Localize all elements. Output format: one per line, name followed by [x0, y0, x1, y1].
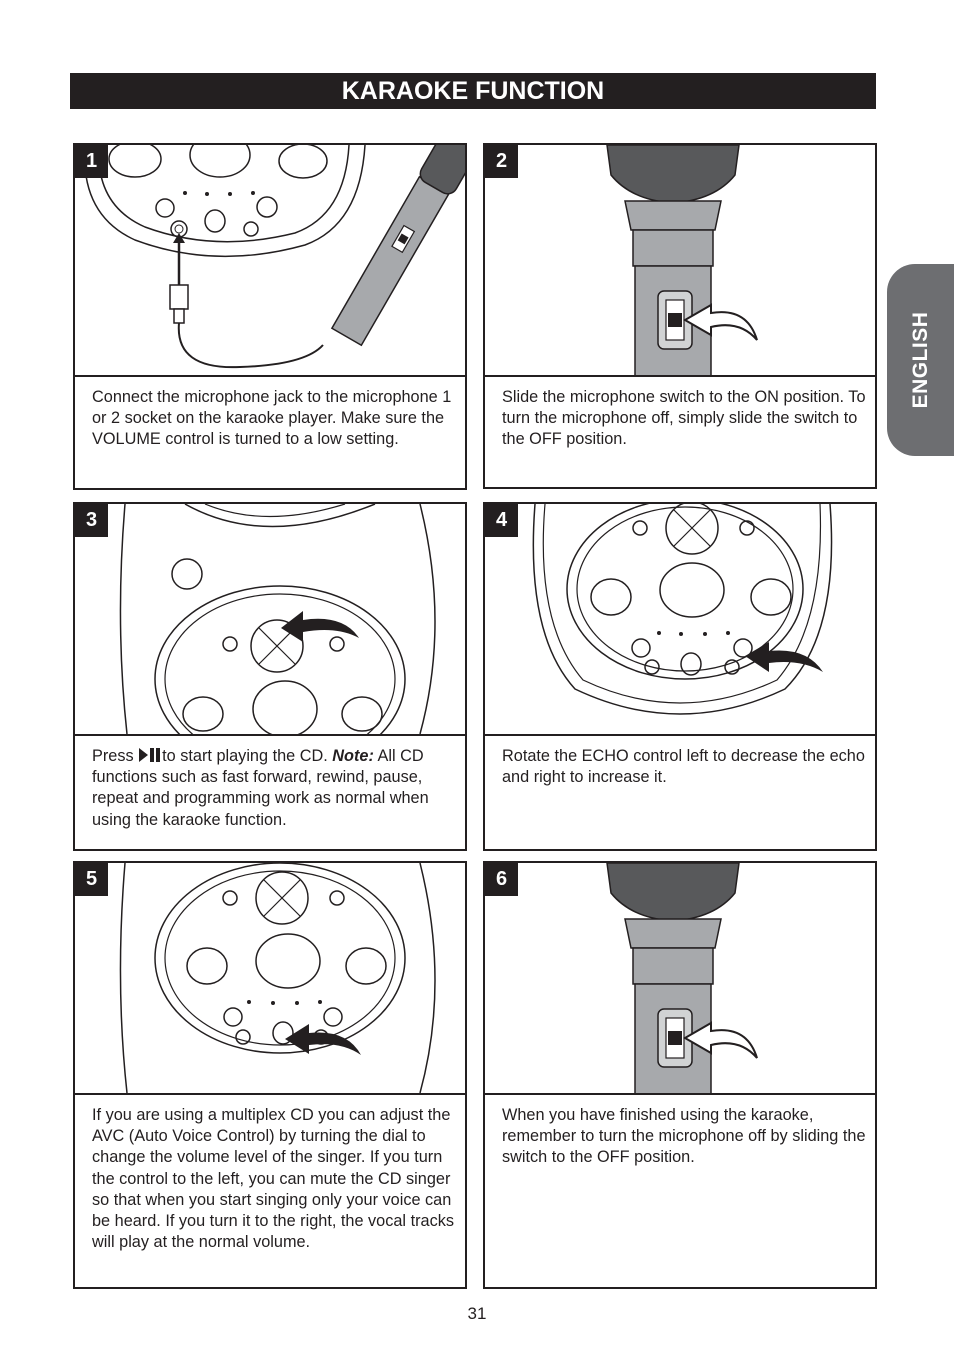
step-panel-5: 5 If you are using a multiplex CD you ca… [73, 861, 467, 1289]
step-5-text: If you are using a multiplex CD you can … [92, 1106, 454, 1252]
step-1-text: Connect the microphone jack to the micro… [92, 388, 452, 449]
note-label: Note: [332, 747, 374, 765]
step-6-text: When you have finished using the karaoke… [502, 1106, 866, 1167]
language-tab[interactable]: ENGLISH [887, 264, 954, 456]
language-tab-label: ENGLISH [908, 311, 932, 409]
step-panel-3: 3 Press to start playing the CD. Note: A… [73, 502, 467, 851]
step-number: 6 [485, 863, 518, 896]
step-3-text-middle: to start playing the CD. [162, 747, 328, 765]
step-panel-4: 4 Rotate the ECHO control left to decrea… [483, 502, 877, 851]
page-number: 31 [467, 1304, 487, 1323]
step-4-text: Rotate the ECHO control left to decrease… [502, 747, 865, 787]
play-pause-icon [139, 748, 161, 762]
echo-control-illustration [485, 504, 875, 736]
step-number: 4 [485, 504, 518, 537]
step-number: 2 [485, 145, 518, 178]
avc-control-illustration [75, 863, 465, 1095]
step-3-text-after: All CD functions such as fast forward, r… [92, 747, 429, 829]
step-number: 1 [75, 145, 108, 178]
karaoke-player-microphone-jack-illustration [75, 145, 465, 377]
step-number: 5 [75, 863, 108, 896]
microphone-switch-on-illustration [485, 145, 875, 377]
step-3-text-before: Press [92, 747, 134, 765]
step-number: 3 [75, 504, 108, 537]
page-title: KARAOKE FUNCTION [70, 73, 876, 109]
step-2-text: Slide the microphone switch to the ON po… [502, 388, 866, 449]
step-panel-2: 2 Slide the microphone switch to the ON … [483, 143, 877, 489]
step-3-text: Press to start playing the CD. Note: All… [92, 746, 459, 831]
microphone-switch-off-illustration [485, 863, 875, 1095]
step-panel-1: 1 Conn [73, 143, 467, 490]
play-pause-button-illustration [75, 504, 465, 736]
step-panel-6: 6 When you have finished using the karao… [483, 861, 877, 1289]
